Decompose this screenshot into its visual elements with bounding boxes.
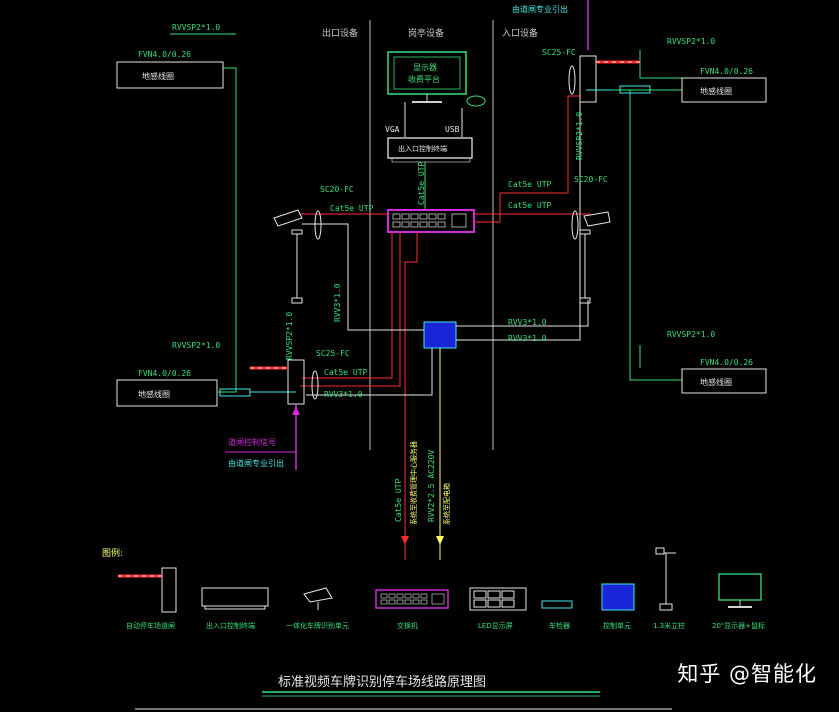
control-unit [423,321,457,349]
legend-label-pole: 1.3米立柱 [653,621,685,630]
loop-box-bot-left [116,379,218,407]
arrow-down-yellow [436,536,444,545]
loop-label-top-right: 地感线圈 [700,86,732,96]
legend-icon-detector [541,600,573,609]
monitor [387,51,486,107]
legend-label-detector: 车检器 [549,621,570,630]
zone-label-exit: 出口设备 [322,27,358,39]
rvv-right-b: RVV3*1.0 [508,334,547,343]
mouse-icon [466,95,486,107]
zone-label-booth: 岗亭设备 [408,27,444,39]
rvsp-top-left: RVVSP2*1.0 [172,23,220,32]
rvsp-vertical-left: RVVSP2*1.0 [285,312,294,360]
legend-label-monitor: 20"显示器+鼠标 [712,621,765,630]
barrier-gate-left [250,359,305,405]
controller-label: 出入口控制终端 [398,144,447,153]
legend-icon-led [469,587,527,611]
conduit-markers [311,65,579,400]
footer-title: 标准视频车牌识别停车场线路原理图 [278,674,486,690]
camera-pole-right [579,211,611,304]
barrier-gate-right [579,55,640,103]
top-note: 由道闸专业引出 [512,4,568,14]
fvn-top-left: FVN4.0/0.26 [138,50,191,59]
down-note-red: 系统至收费管理中心服务器 [409,441,418,525]
sc20-right: SC20-FC [574,175,608,184]
fvn-bot-right: FVN4.0/0.26 [700,358,753,367]
cat5-vertical-label: Cat5e UTP [417,161,426,205]
legend-icon-control-unit [601,583,635,611]
zone-label-entrance: 入口设备 [502,27,538,39]
wiring-lines [170,33,682,560]
legend-label-barrier: 自动停车场道闸 [126,621,175,630]
loop-box-bot-right [681,368,767,394]
rvsp-top-right: RVVSP2*1.0 [667,37,715,46]
legend-icon-monitor [718,573,762,608]
sc20-left: SC20-FC [320,185,354,194]
watermark: 知乎 @智能化 [677,662,817,686]
signal-note-1: 道闸控制信号 [228,437,276,447]
legend-label-control-unit: 控制单元 [603,621,631,630]
cat5-right-2: Cat5e UTP [508,201,552,210]
rvv-left-low: RVV3*1.0 [324,390,363,399]
usb-label: USB [445,125,460,134]
fvn-bot-left: FVN4.0/0.26 [138,369,191,378]
rvsp-bot-left: RVVSP2*1.0 [172,341,220,350]
loop-box-top-left [116,61,224,89]
rvv-right-a: RVV3*1.0 [508,318,547,327]
legend-icon-barrier [118,567,177,613]
rvsp-vertical-right: RVVSP2*1.0 [575,112,584,160]
legend-icon-switch [375,589,449,609]
rvsp-bot-right: RVVSP2*1.0 [667,330,715,339]
loop-box-top-right [681,77,767,103]
monitor-text-1: 显示器 [413,63,437,72]
vehicle-detector-left [219,388,251,397]
down-note-yellow: 系统至配电箱 [442,483,451,525]
legend-label-switch: 交换机 [397,621,418,630]
network-switch [387,209,475,233]
vehicle-detector-right [619,85,651,94]
arrow-down-red [401,536,409,545]
signal-note-2: 由道闸专业引出 [228,458,284,468]
legend-label-camera: 一体化车牌识别单元 [286,621,349,630]
fvn-top-right: FVN4.0/0.26 [700,67,753,76]
legend-icon-camera [303,587,333,610]
cat5-left: Cat5e UTP [330,204,374,213]
loop-label-bot-right: 地感线圈 [700,377,732,387]
loop-label-bot-left: 地感线圈 [138,389,170,399]
controller-terminal [387,137,473,163]
cat5-left-low: Cat5e UTP [324,368,368,377]
legend-label-controller: 出入口控制终端 [206,621,255,630]
cat5-right-1: Cat5e UTP [508,180,552,189]
legend-title: 图例: [102,547,123,559]
sc25-left: SC25-FC [316,349,350,358]
rvv-down: RVV2*2.5 AC220V [427,450,436,522]
legend-label-led: LED显示屏 [478,622,513,630]
cat5-down: Cat5e UTP [394,478,403,522]
legend-icon-controller [201,587,269,610]
camera-pole-left [273,209,303,304]
rvv-left-vertical: RVV3*1.0 [333,283,342,322]
monitor-text-2: 收费平台 [408,74,440,84]
sc25-right: SC25-FC [542,48,576,57]
legend-icon-pole [655,547,676,611]
vga-label: VGA [385,125,400,134]
arrow-up-left [292,406,300,415]
loop-label-top-left: 地感线圈 [142,71,174,81]
